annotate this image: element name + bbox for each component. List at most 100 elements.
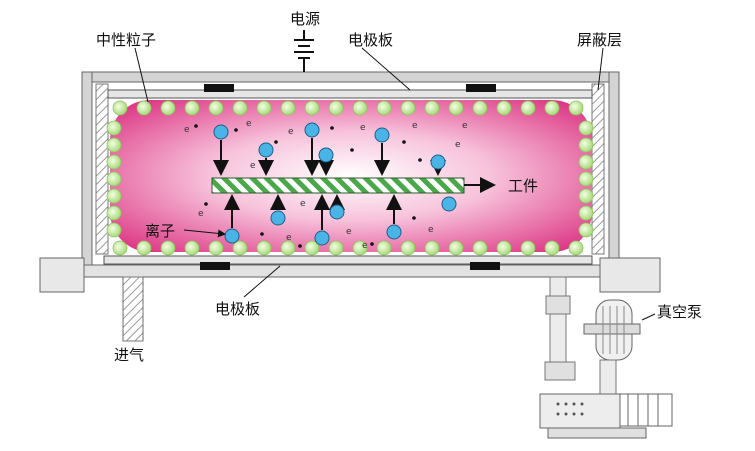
particle-dot: [204, 202, 208, 206]
electron-marker: e: [198, 209, 204, 219]
neutral-particle: [304, 100, 320, 116]
neutral-particle: [232, 100, 248, 116]
neutral-particle: [544, 100, 560, 116]
neutral-particle: [448, 240, 464, 256]
neutral-particle: [496, 240, 512, 256]
ion: [430, 154, 446, 170]
label-electrode-top: 电极板: [348, 31, 393, 49]
particle-dot: [370, 242, 374, 246]
electron-marker: e: [360, 123, 366, 133]
neutral-particle: [112, 100, 128, 116]
electron-marker: e: [246, 119, 252, 129]
neutral-particle: [472, 240, 488, 256]
particle-dot: [418, 158, 422, 162]
particle-dot: [412, 216, 416, 220]
ion: [441, 196, 457, 212]
neutral-particle: [424, 100, 440, 116]
leader-electrode-bottom: [243, 265, 281, 298]
plasma-region: [110, 100, 592, 252]
label-electrode-bottom: 电极板: [215, 300, 260, 318]
neutral-particle: [578, 120, 594, 136]
leader-shield: [597, 47, 604, 91]
neutral-particle: [184, 100, 200, 116]
neutral-particle: [544, 240, 560, 256]
neutral-particle: [232, 240, 248, 256]
ion: [314, 230, 330, 246]
leader-pump: [641, 313, 656, 321]
particle-dot: [330, 126, 334, 130]
shield-left: [95, 83, 109, 255]
ion: [329, 204, 345, 220]
neutral-particle: [106, 154, 122, 170]
neutral-particle: [106, 171, 122, 187]
particle-dot: [274, 140, 278, 144]
neutral-particle: [256, 240, 272, 256]
power-source-symbol: [294, 30, 314, 72]
particle-dot: [402, 140, 406, 144]
ion: [318, 147, 334, 163]
neutral-particle: [106, 137, 122, 153]
shield-right: [591, 83, 605, 255]
neutral-particle: [400, 100, 416, 116]
particle-dot: [298, 244, 302, 248]
neutral-particle: [304, 240, 320, 256]
label-gas-inlet: 进气: [114, 346, 144, 364]
particle-dot: [194, 124, 198, 128]
ion: [270, 210, 286, 226]
electron-marker: e: [362, 241, 368, 251]
neutral-particle: [520, 100, 536, 116]
neutral-particle: [496, 100, 512, 116]
neutral-particle: [106, 222, 122, 238]
neutral-particles: [106, 100, 594, 256]
neutral-particle: [106, 120, 122, 136]
label-neutral-particles: 中性粒子: [96, 31, 156, 49]
leader-ion: [183, 229, 226, 238]
particle-dot: [350, 148, 354, 152]
ion: [213, 124, 229, 140]
ion: [304, 122, 320, 138]
neutral-particle: [208, 100, 224, 116]
neutral-particle: [568, 100, 584, 116]
neutral-particle: [578, 222, 594, 238]
neutral-particle: [400, 240, 416, 256]
neutral-particle: [160, 240, 176, 256]
neutral-particle: [106, 205, 122, 221]
workpiece-bar: [211, 177, 465, 194]
neutral-particle: [256, 100, 272, 116]
neutral-particle: [448, 100, 464, 116]
neutral-particle: [376, 240, 392, 256]
neutral-particle: [280, 240, 296, 256]
electron-marker: e: [300, 199, 306, 209]
neutral-particle: [376, 100, 392, 116]
electron-marker: e: [462, 121, 468, 131]
gas-inlet-pipe: [122, 276, 144, 342]
neutral-particle: [578, 154, 594, 170]
particle-dot: [260, 232, 264, 236]
neutral-particle: [328, 240, 344, 256]
label-ions: 离子: [145, 222, 175, 240]
neutral-particle: [578, 137, 594, 153]
ions-group: [213, 122, 457, 246]
electron-marker: e: [428, 225, 434, 235]
neutral-particle: [424, 240, 440, 256]
electron-marker: e: [412, 121, 418, 131]
neutral-particle: [520, 240, 536, 256]
leader-electrode-top: [361, 47, 411, 91]
electron-marker: e: [455, 140, 461, 150]
electron-marker: e: [184, 125, 190, 135]
vacuum-pump-assembly: [539, 276, 673, 439]
ion: [374, 127, 390, 143]
neutral-particle: [578, 205, 594, 221]
label-vacuum-pump: 真空泵: [657, 303, 702, 321]
label-workpiece: 工件: [508, 177, 538, 195]
ion: [386, 224, 402, 240]
electrode-plate-top: [107, 89, 593, 99]
label-shield-layer: 屏蔽层: [577, 31, 622, 49]
neutral-particle: [328, 100, 344, 116]
electron-marker: e: [346, 227, 352, 237]
neutral-particle: [208, 240, 224, 256]
electron-marker: e: [286, 233, 292, 243]
neutral-particle: [578, 188, 594, 204]
